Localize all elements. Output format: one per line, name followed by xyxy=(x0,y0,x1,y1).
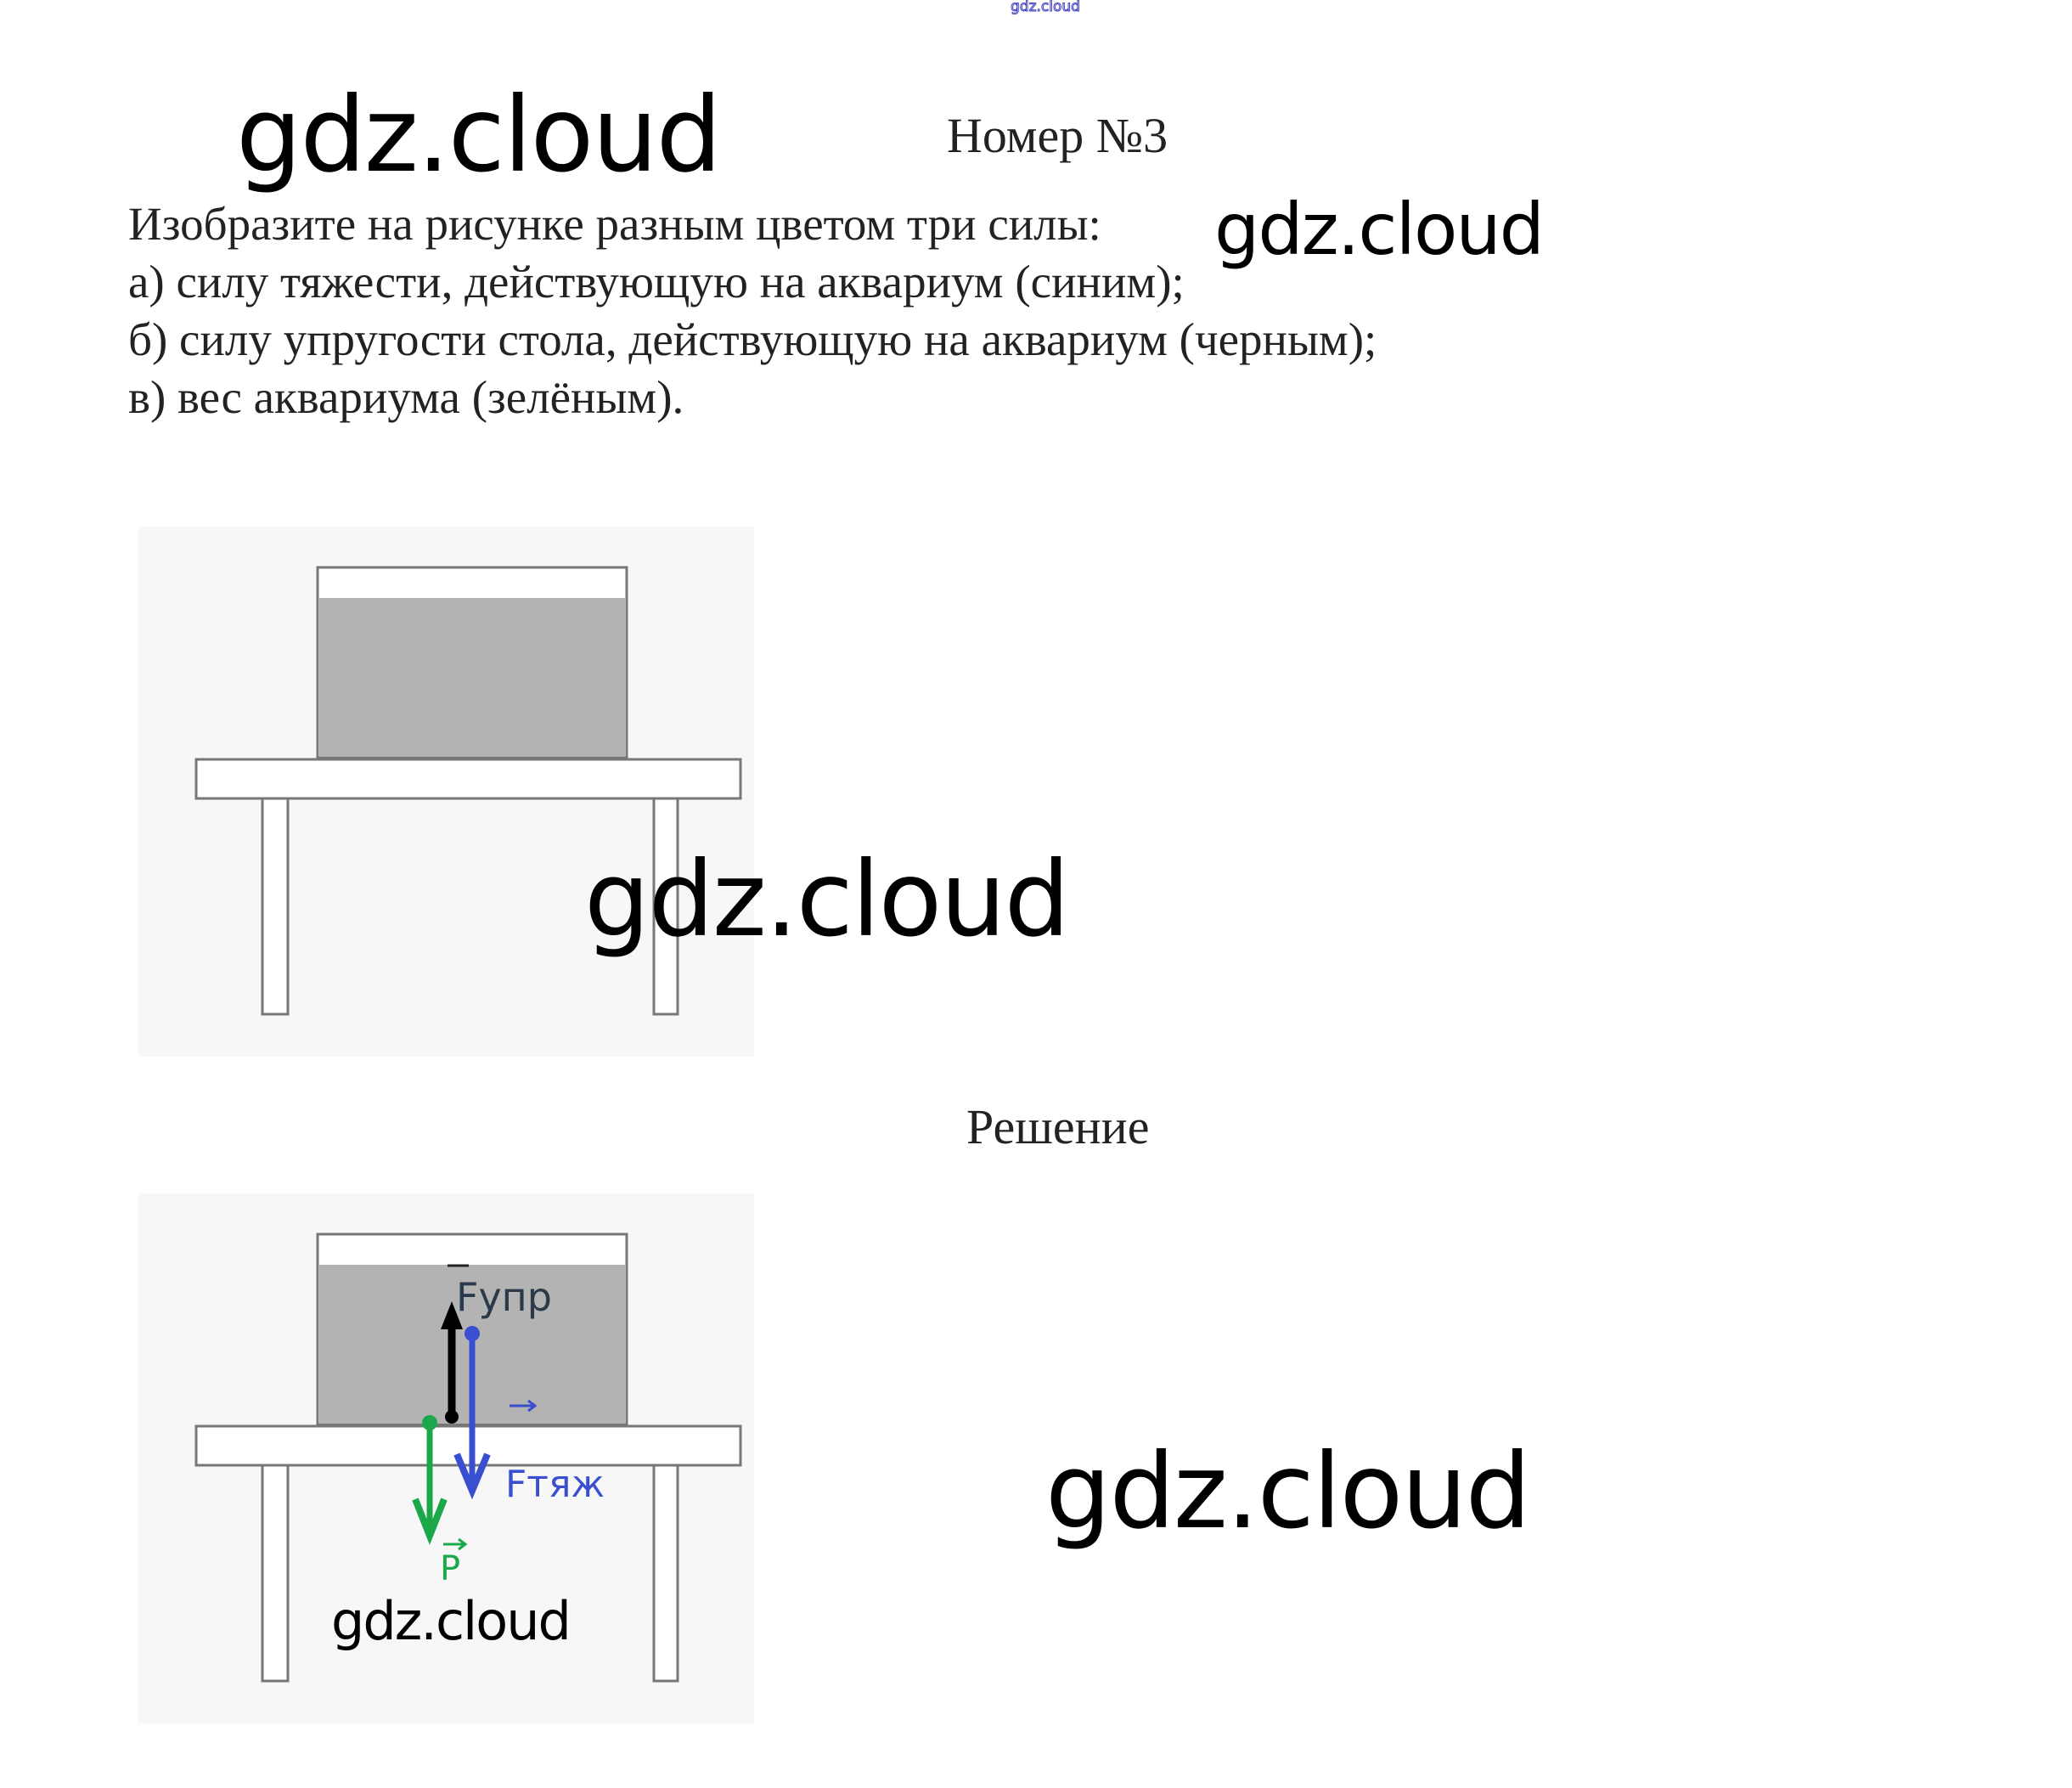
top-watermark: gdz.cloud xyxy=(1011,0,1081,15)
solution-figure: Fупр Fтяж P xyxy=(138,1193,754,1723)
watermark: gdz.cloud xyxy=(1214,188,1545,271)
task-figure xyxy=(138,527,754,1057)
table-leg-right xyxy=(652,797,679,1016)
gravity-force-arrow xyxy=(453,1326,491,1500)
svg-text:Fтяж: Fтяж xyxy=(505,1463,605,1506)
task-item-c: в) вес аквариума (зелёным). xyxy=(128,371,684,423)
table-leg-left xyxy=(261,1464,290,1683)
task-item-a: а) силу тяжести, действующую на аквариум… xyxy=(128,256,1185,307)
aquarium-water xyxy=(319,598,625,757)
watermark: gdz.cloud xyxy=(584,839,1070,960)
weight-force-label: P xyxy=(440,1537,468,1588)
svg-text:P: P xyxy=(440,1549,460,1588)
table-leg-right xyxy=(652,1464,679,1683)
task-item-b: б) силу упругости стола, действующую на … xyxy=(128,313,1377,365)
table-top xyxy=(194,1424,742,1467)
table-leg-left xyxy=(261,797,290,1016)
page-title: Номер №3 xyxy=(947,108,1168,163)
elastic-force-arrow xyxy=(441,1301,463,1424)
svg-text:Fупр: Fупр xyxy=(456,1274,552,1320)
task-intro: Изобразите на рисунке разным цветом три … xyxy=(128,198,1101,250)
watermark: gdz.cloud xyxy=(331,1590,571,1652)
elastic-force-label: Fупр xyxy=(448,1264,552,1320)
table-top xyxy=(194,758,742,800)
solution-heading: Решение xyxy=(966,1099,1150,1154)
watermark: gdz.cloud xyxy=(1045,1431,1531,1552)
watermark: gdz.cloud xyxy=(236,75,722,195)
weight-force-arrow xyxy=(412,1415,448,1545)
gravity-force-label: Fтяж xyxy=(505,1399,605,1506)
